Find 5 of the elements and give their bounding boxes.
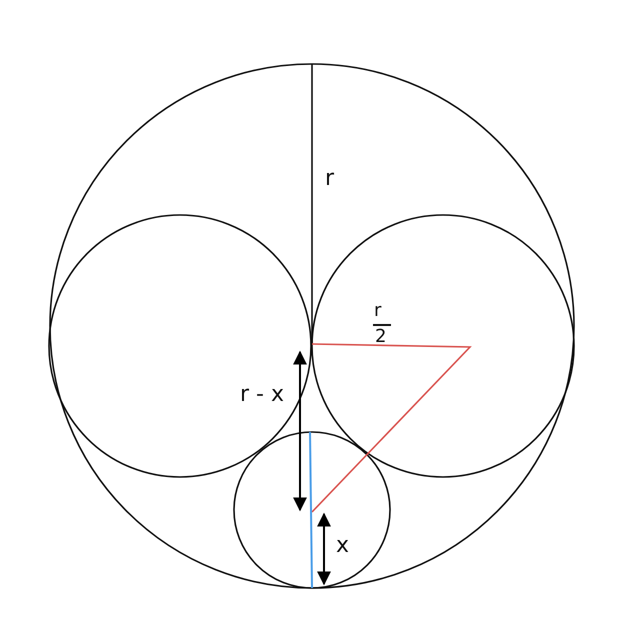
dimension-label: r <box>325 168 334 190</box>
fraction-text: 2 <box>375 328 386 346</box>
dimension-label: x <box>336 535 350 557</box>
fraction-text: r <box>374 302 382 320</box>
dimension-label: r - x <box>240 384 284 406</box>
